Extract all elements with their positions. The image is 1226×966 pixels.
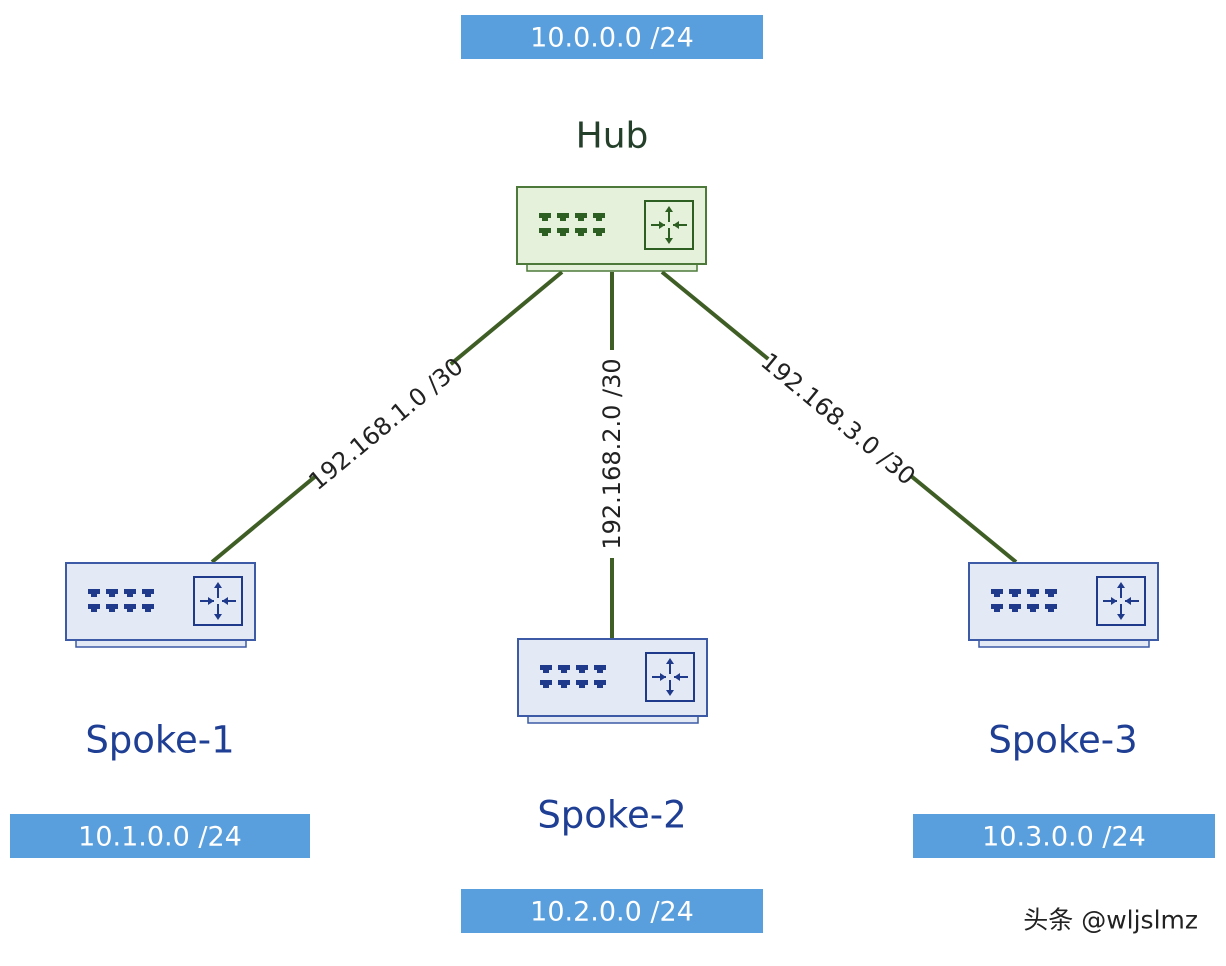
spoke-3-label: Spoke-3: [988, 719, 1137, 762]
spoke-2-label: Spoke-2: [537, 794, 686, 837]
link-label-spoke-2: 192.168.2.0 /30: [596, 350, 628, 558]
spoke-1-subnet-box: 10.1.0.0 /24: [10, 814, 310, 858]
spoke-1-label: Spoke-1: [85, 719, 234, 762]
link-label-spoke-1: 192.168.1.0 /30: [303, 352, 468, 496]
link-label-spoke-3: 192.168.3.0 /30: [755, 347, 920, 491]
spoke-2-router-icon: [517, 638, 708, 724]
svg-text:10.2.0.0 /24: 10.2.0.0 /24: [530, 897, 694, 928]
hub-router-icon: [516, 186, 707, 272]
spoke-3-subnet-box: 10.3.0.0 /24: [913, 814, 1215, 858]
svg-text:10.1.0.0 /24: 10.1.0.0 /24: [78, 822, 242, 853]
spoke-1-router-icon: [65, 562, 256, 648]
svg-text:192.168.3.0 /30: 192.168.3.0 /30: [755, 347, 920, 491]
spoke-2-subnet-box: 10.2.0.0 /24: [461, 889, 763, 933]
svg-text:192.168.1.0 /30: 192.168.1.0 /30: [303, 352, 468, 496]
svg-text:10.0.0.0 /24: 10.0.0.0 /24: [530, 23, 694, 54]
hub-subnet-box: 10.0.0.0 /24: [461, 15, 763, 59]
svg-text:192.168.2.0 /30: 192.168.2.0 /30: [598, 358, 626, 549]
watermark: 头条 @wljslmz: [1023, 906, 1198, 935]
svg-text:10.3.0.0 /24: 10.3.0.0 /24: [982, 822, 1146, 853]
spoke-3-router-icon: [968, 562, 1159, 648]
hub-label: Hub: [576, 116, 649, 157]
